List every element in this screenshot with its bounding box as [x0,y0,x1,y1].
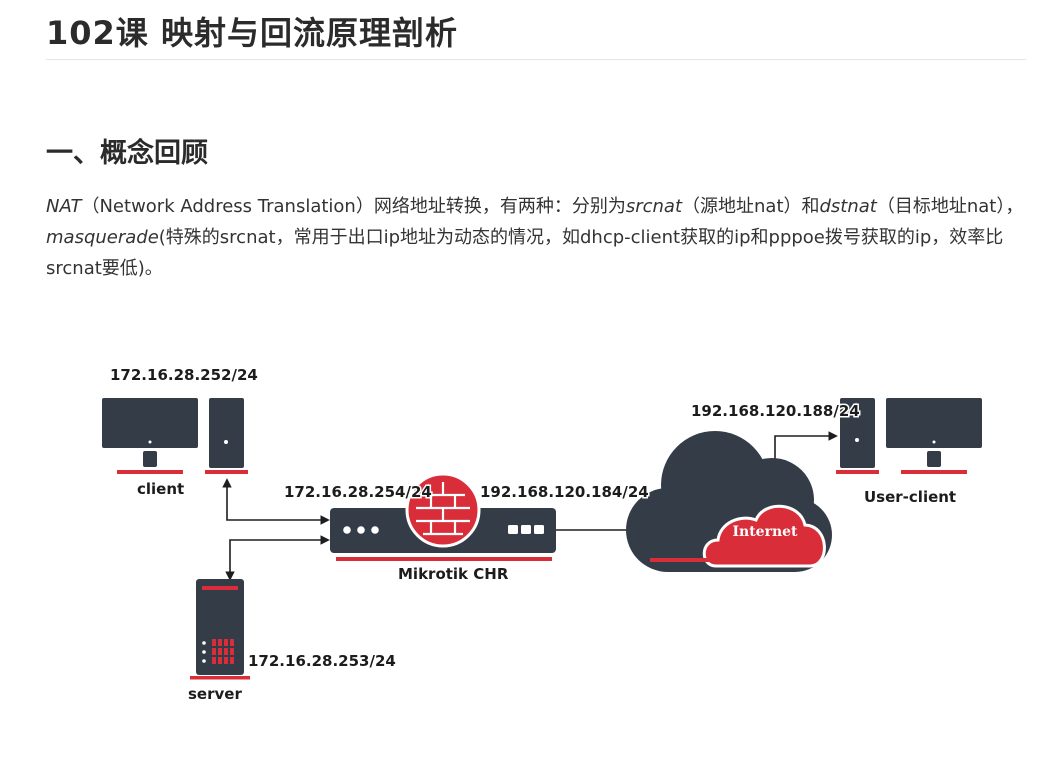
firewall-icon [405,472,481,548]
page-title: 102课 映射与回流原理剖析 [46,14,458,52]
term-srcnat: srcnat [625,196,682,217]
para-text-3: （目标地址nat）， [876,196,1024,217]
tower-pc-icon [836,398,879,474]
para-text-1: （Network Address Translation）网络地址转换，有两种：… [81,196,626,217]
network-diagram: Internet [0,330,1055,730]
user-client-label: User-client [864,488,956,506]
term-masquerade: masquerade [46,227,159,248]
internet-cloud-icon [702,504,826,568]
user-client-computer [836,398,982,474]
term-nat: NAT [46,196,82,217]
para-text-4: (特殊的srcnat，常用于出口ip地址为动态的情况，如dhcp-client获… [46,227,1004,279]
router-wan-ip-label: 192.168.120.184/24 [480,483,649,501]
monitor-icon [102,398,198,474]
intro-paragraph: NAT（Network Address Translation）网络地址转换，有… [46,191,1031,284]
internet-cloud: Internet [626,431,832,572]
router-ports-right-icon [508,525,544,534]
server-device [190,579,250,680]
para-text-2: （源地址nat）和 [682,196,820,217]
server-icon [190,579,250,680]
server-router-link [225,535,330,581]
term-dstnat: dstnat [819,196,877,217]
monitor-icon [886,398,982,474]
router-device [330,472,556,561]
internet-label: Internet [732,524,798,540]
client-label: client [137,480,184,498]
section-heading: 一、概念回顾 [46,138,208,169]
client-computer [102,398,248,474]
server-ip-label: 172.16.28.253/24 [248,652,396,670]
user-client-ip-label: 192.168.120.188/24 [691,402,860,420]
router-ports-left-icon [343,526,379,534]
tower-pc-icon [205,398,248,474]
router-lan-ip-label: 172.16.28.254/24 [284,483,432,501]
title-divider [46,59,1026,60]
client-router-link [222,478,330,525]
router-label: Mikrotik CHR [398,565,509,583]
client-ip-label: 172.16.28.252/24 [110,366,258,384]
server-label: server [188,685,242,703]
